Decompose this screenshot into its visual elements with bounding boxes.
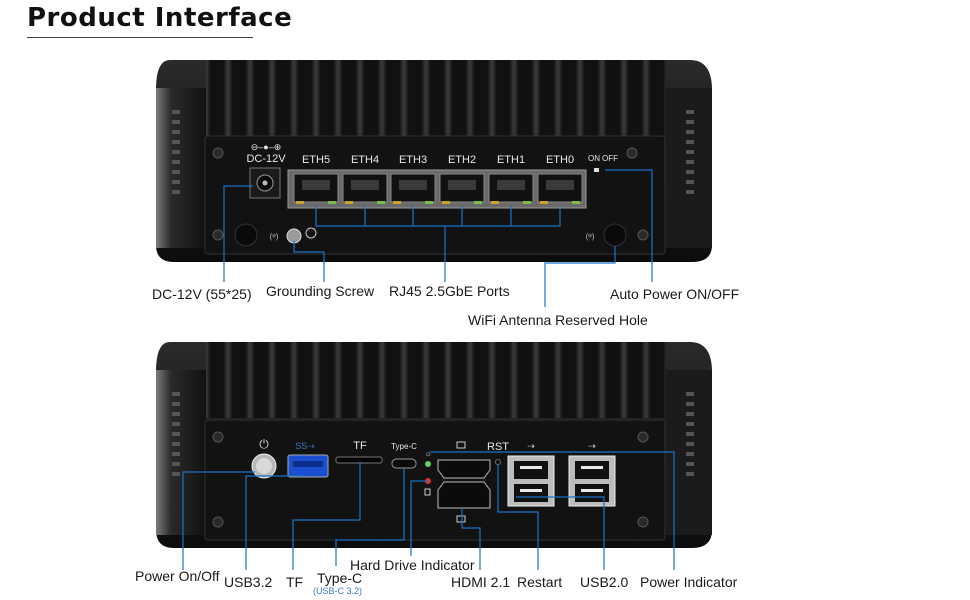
- page-title: Product Interface: [27, 3, 293, 33]
- ground-icon: [305, 227, 317, 239]
- callout-restart: Restart: [517, 574, 563, 590]
- callout-dc-12v: DC-12V (55*25): [152, 286, 252, 302]
- power-indicator-icon: ☼: [424, 449, 431, 458]
- eth5-label: ETH5: [302, 154, 330, 166]
- usb20-port-3[interactable]: [575, 461, 609, 479]
- tf-card-slot[interactable]: [335, 456, 383, 464]
- callout-wifi-antenna: WiFi Antenna Reserved Hole: [468, 312, 648, 328]
- rj45-port-eth5[interactable]: [293, 173, 339, 203]
- eth2-label: ETH2: [448, 154, 476, 166]
- auto-power-switch[interactable]: [594, 168, 599, 172]
- usb-icon-1: ⇢: [527, 441, 535, 451]
- rj45-port-group: [287, 169, 587, 209]
- hdmi-port-1[interactable]: [437, 459, 491, 479]
- usb3-ss-icon: SS⇢: [295, 441, 315, 451]
- wifi-antenna-hole-left: [234, 223, 258, 247]
- eth3-label: ETH3: [399, 154, 427, 166]
- callout-tf: TF: [286, 574, 304, 590]
- front-device: ⊖–●–⊕ DC-12V ETH5 ETH4 ETH3 ETH2 ETH1 ET…: [156, 60, 712, 262]
- usb20-port-2[interactable]: [514, 484, 548, 502]
- hdmi-icon-bottom: [456, 515, 466, 523]
- callout-typec-sub: (USB-C 3.2): [313, 586, 363, 596]
- eth1-label: ETH1: [497, 154, 525, 166]
- typec-panel-label: Type-C: [391, 442, 417, 451]
- rj45-port-eth0[interactable]: [537, 173, 583, 203]
- callout-grounding-screw: Grounding Screw: [266, 283, 375, 299]
- hdmi-port-2[interactable]: [437, 481, 491, 509]
- callout-hdmi: HDMI 2.1: [451, 574, 511, 590]
- hdd-icon: [424, 488, 431, 496]
- callout-auto-power: Auto Power ON/OFF: [610, 286, 740, 302]
- usb20-port-1[interactable]: [514, 461, 548, 479]
- on-label: ON: [588, 154, 600, 163]
- callout-power-on-off: Power On/Off: [135, 568, 220, 584]
- callout-rj45-ports: RJ45 2.5GbE Ports: [389, 283, 510, 299]
- svg-text:⊖–●–⊕: ⊖–●–⊕: [251, 142, 282, 152]
- eth4-label: ETH4: [351, 154, 379, 166]
- callout-usb20: USB2.0: [580, 574, 629, 590]
- back-heatsink-fins: [206, 342, 666, 418]
- tf-panel-label: TF: [353, 440, 367, 452]
- power-indicator-led: [425, 461, 431, 467]
- eth0-label: ETH0: [546, 154, 574, 166]
- hdmi-icon-top: [456, 441, 466, 449]
- back-callout-lines: [182, 451, 675, 570]
- front-heatsink-fins: [206, 60, 666, 136]
- back-device: ⏻ SS⇢ TF Type-C ☼ RST ⇢ ⇢: [156, 342, 712, 548]
- dc-panel-label: DC-12V: [246, 153, 286, 165]
- callout-hard-drive-indicator: Hard Drive Indicator: [350, 557, 475, 573]
- wifi-icon-right: (ᵠ): [586, 232, 595, 241]
- wifi-antenna-hole-right: [603, 223, 627, 247]
- grounding-screw: [286, 228, 302, 244]
- callout-typec: Type-C: [317, 570, 363, 586]
- wifi-icon-left: (ᵠ): [270, 232, 279, 241]
- front-callout-lines: [223, 169, 653, 307]
- reset-pinhole[interactable]: [495, 459, 501, 465]
- off-label: OFF: [602, 154, 618, 163]
- callout-usb32: USB3.2: [224, 574, 273, 590]
- rst-panel-label: RST: [487, 441, 509, 453]
- usb-icon-2: ⇢: [588, 441, 596, 451]
- power-symbol-icon: ⏻: [259, 437, 269, 451]
- typec-port[interactable]: [391, 458, 417, 469]
- dc-jack: [249, 167, 281, 199]
- title-underline: [27, 37, 253, 38]
- callout-power-indicator: Power Indicator: [640, 574, 738, 590]
